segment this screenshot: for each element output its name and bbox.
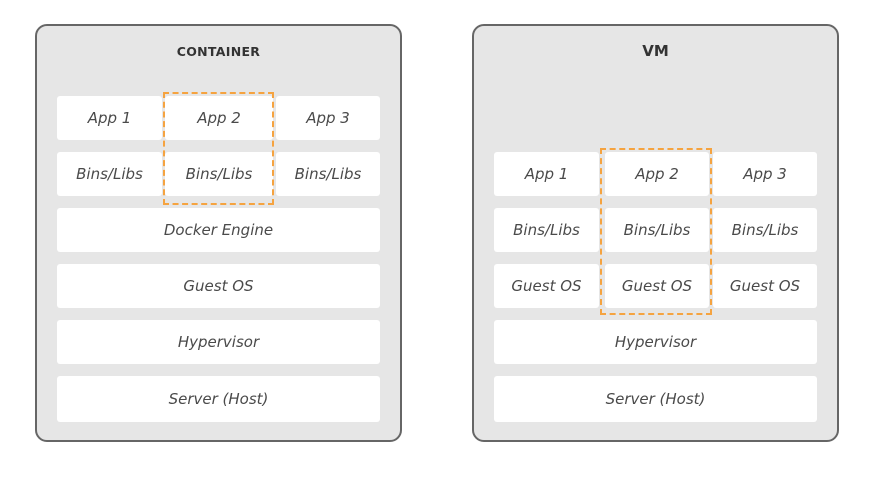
vm-guest-os-1: Guest OS xyxy=(494,264,599,308)
vm-app-1: App 1 xyxy=(494,152,599,196)
vm-bins-libs-3: Bins/Libs xyxy=(713,208,817,252)
container-panel: CONTAINER App 1 App 2 App 3 Bins/Libs Bi… xyxy=(35,24,402,442)
vm-app-2: App 2 xyxy=(605,152,709,196)
container-server-host: Server (Host) xyxy=(57,376,380,422)
container-app-2: App 2 xyxy=(165,96,273,140)
vm-server-host: Server (Host) xyxy=(494,376,817,422)
vm-hypervisor: Hypervisor xyxy=(494,320,817,364)
vm-app-3: App 3 xyxy=(713,152,817,196)
vm-bins-libs-2: Bins/Libs xyxy=(605,208,709,252)
container-bins-libs-1: Bins/Libs xyxy=(57,152,162,196)
container-bins-libs-3: Bins/Libs xyxy=(276,152,380,196)
vm-guest-os-2: Guest OS xyxy=(605,264,709,308)
container-guest-os: Guest OS xyxy=(57,264,380,308)
container-bins-libs-2: Bins/Libs xyxy=(165,152,273,196)
container-docker-engine: Docker Engine xyxy=(57,208,380,252)
vm-guest-os-3: Guest OS xyxy=(713,264,817,308)
container-app-1: App 1 xyxy=(57,96,162,140)
vm-panel: VM App 1 App 2 App 3 Bins/Libs Bins/Libs… xyxy=(472,24,839,442)
container-title: CONTAINER xyxy=(176,44,261,59)
vm-bins-libs-1: Bins/Libs xyxy=(494,208,599,252)
container-hypervisor: Hypervisor xyxy=(57,320,380,364)
container-app-3: App 3 xyxy=(276,96,380,140)
vm-title: VM xyxy=(642,42,669,60)
